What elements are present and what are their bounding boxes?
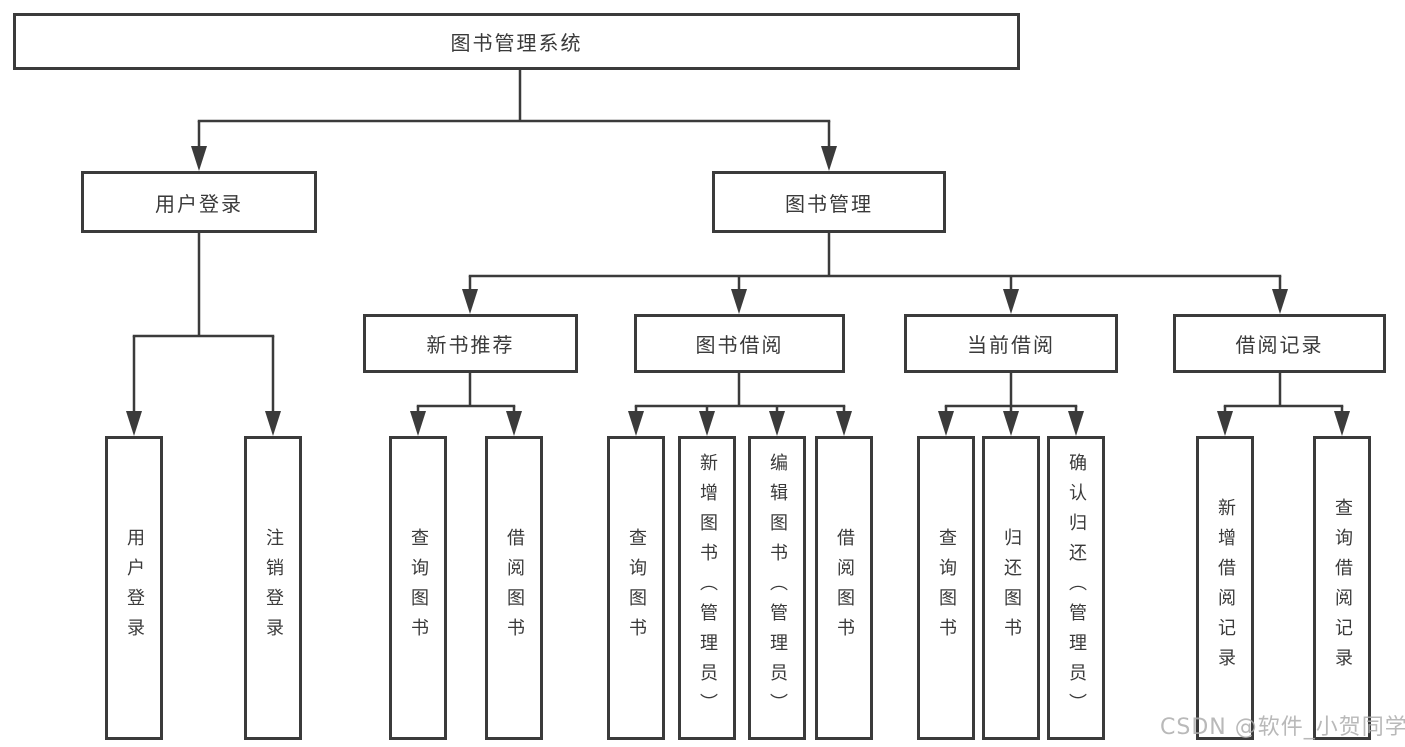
leaf-borrow-books-2-label: 借阅图书 xyxy=(834,528,855,648)
leaf-query-borrow-record: 查询借阅记录 xyxy=(1313,436,1371,740)
node-root-system-label: 图书管理系统 xyxy=(450,31,583,55)
leaf-user-login-label: 用户登录 xyxy=(124,528,145,648)
leaf-add-borrow-record-label: 新增借阅记录 xyxy=(1215,498,1236,678)
leaf-query-books-1: 查询图书 xyxy=(389,436,447,740)
leaf-edit-books-admin: 编辑图书（管理员） xyxy=(748,436,806,740)
leaf-return-books: 归还图书 xyxy=(982,436,1040,740)
node-borrowing-records-label: 借阅记录 xyxy=(1235,333,1324,357)
node-borrowing-records: 借阅记录 xyxy=(1173,314,1386,373)
node-new-book-recommend: 新书推荐 xyxy=(363,314,578,373)
leaf-logout-label: 注销登录 xyxy=(263,528,284,648)
leaf-query-books-3: 查询图书 xyxy=(917,436,975,740)
node-user-login-branch-label: 用户登录 xyxy=(155,191,243,216)
leaf-logout: 注销登录 xyxy=(244,436,302,740)
leaf-confirm-return-admin-label: 确认归还（管理员） xyxy=(1066,453,1087,723)
leaf-query-books-2: 查询图书 xyxy=(607,436,665,740)
leaf-return-books-label: 归还图书 xyxy=(1001,528,1022,648)
leaf-borrow-books-1-label: 借阅图书 xyxy=(504,528,525,648)
arrowheads xyxy=(126,146,1350,436)
leaf-query-borrow-record-label: 查询借阅记录 xyxy=(1332,498,1353,678)
node-book-borrowing-label: 图书借阅 xyxy=(695,333,784,357)
leaf-borrow-books-1: 借阅图书 xyxy=(485,436,543,740)
leaf-query-books-2-label: 查询图书 xyxy=(626,528,647,648)
node-book-borrowing: 图书借阅 xyxy=(634,314,845,373)
leaf-edit-books-admin-label: 编辑图书（管理员） xyxy=(767,453,788,723)
leaf-add-borrow-record: 新增借阅记录 xyxy=(1196,436,1254,740)
leaf-borrow-books-2: 借阅图书 xyxy=(815,436,873,740)
leaf-user-login: 用户登录 xyxy=(105,436,163,740)
node-current-borrowing-label: 当前借阅 xyxy=(967,333,1055,357)
leaf-query-books-3-label: 查询图书 xyxy=(936,528,957,648)
leaf-query-books-1-label: 查询图书 xyxy=(408,528,429,648)
node-user-login-branch: 用户登录 xyxy=(81,171,317,233)
node-book-management-branch: 图书管理 xyxy=(712,171,946,233)
node-book-management-branch-label: 图书管理 xyxy=(785,191,873,216)
leaf-add-books-admin: 新增图书（管理员） xyxy=(678,436,736,740)
node-root-system: 图书管理系统 xyxy=(13,13,1020,70)
csdn-watermark: CSDN @软件_小贺同学 xyxy=(1160,715,1405,740)
node-new-book-recommend-label: 新书推荐 xyxy=(426,333,515,357)
leaf-confirm-return-admin: 确认归还（管理员） xyxy=(1047,436,1105,740)
node-current-borrowing: 当前借阅 xyxy=(904,314,1118,373)
leaf-add-books-admin-label: 新增图书（管理员） xyxy=(697,453,718,723)
